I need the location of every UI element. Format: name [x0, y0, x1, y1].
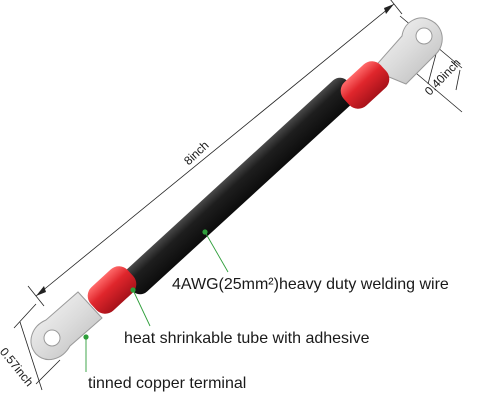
tube-label: heat shrinkable tube with adhesive [124, 330, 370, 347]
callout-wire [202, 229, 229, 273]
right-ring-terminal [371, 17, 443, 85]
left-heat-shrink-sleeve [87, 266, 137, 314]
terminal-label: tinned copper terminal [88, 375, 247, 392]
wire-label: 4AWG(25mm²)heavy duty welding wire [172, 276, 449, 293]
left-ring-terminal [30, 291, 103, 361]
right-heat-shrink-sleeve [340, 61, 390, 109]
length-dimension [27, 0, 403, 307]
left-terminal-dimension [13, 303, 61, 391]
callout-terminal [83, 334, 89, 372]
callout-tube [130, 287, 151, 327]
welding-cable [123, 77, 357, 295]
